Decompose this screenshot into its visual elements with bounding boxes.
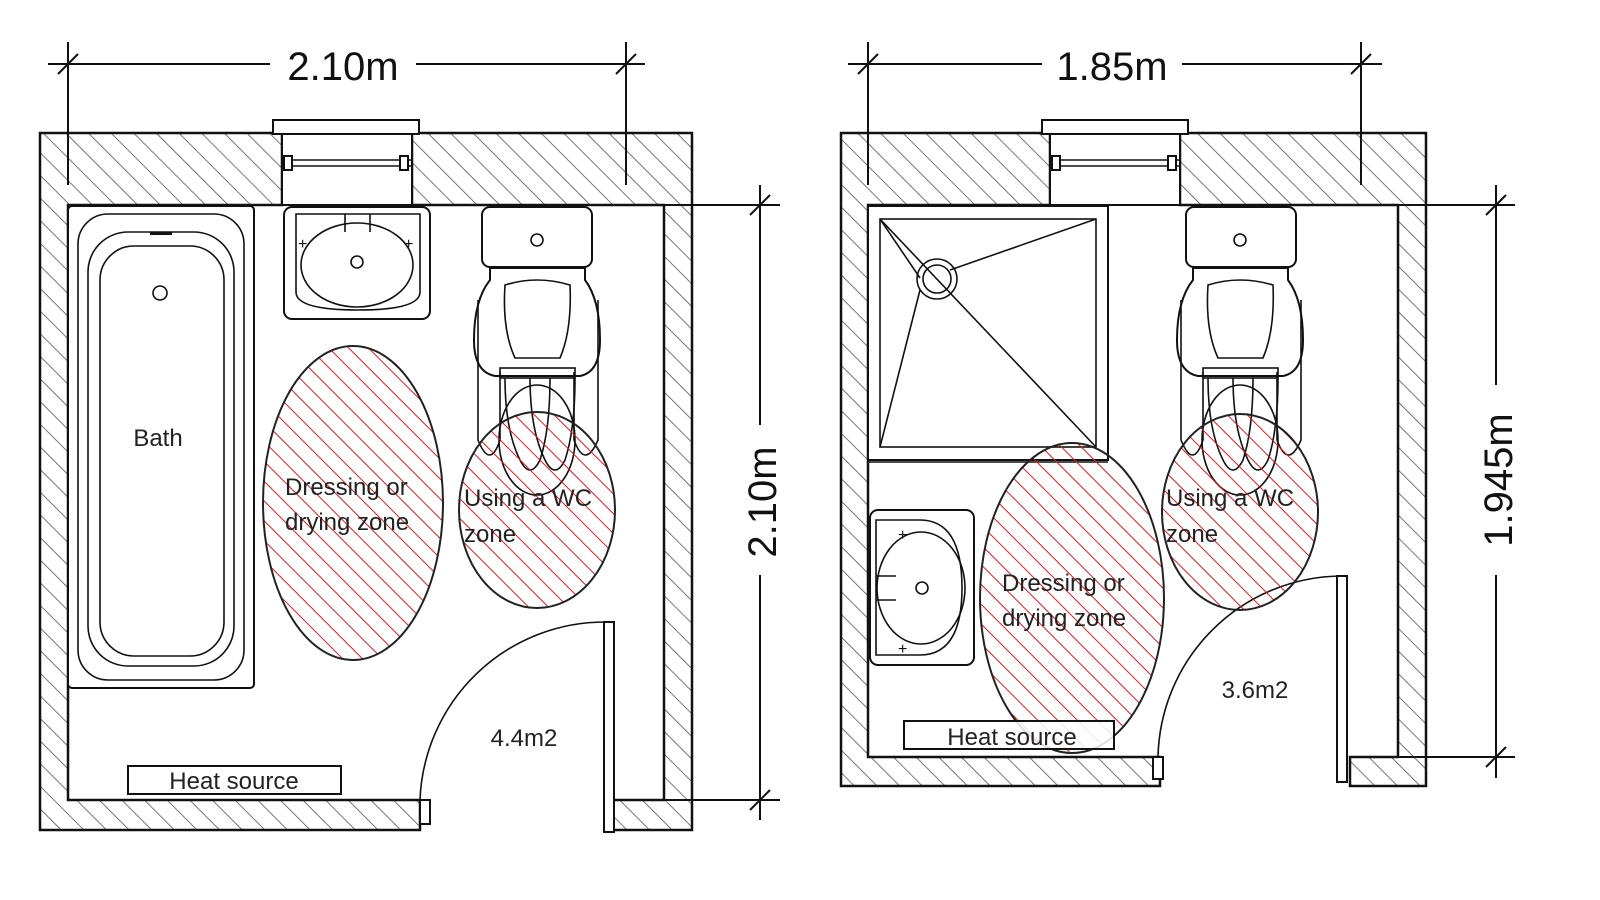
left-dressing-zone: [262, 345, 444, 661]
shower-tray: [867, 205, 1109, 461]
svg-text:+: +: [898, 641, 907, 658]
right-walls: [839, 119, 1428, 788]
right-door-swing: [1157, 575, 1341, 758]
bath: Bath: [67, 205, 255, 689]
left-window-frame: [281, 133, 413, 206]
left-dressing-label-2: drying zone: [285, 509, 409, 536]
right-dressing-label-2: drying zone: [1002, 605, 1126, 632]
sink-drain-icon: [350, 255, 364, 269]
left-window: [272, 119, 420, 135]
right-sink-drain-icon: [915, 581, 929, 595]
right-wc-label-2: zone: [1166, 521, 1218, 548]
bath-label: Bath: [133, 425, 182, 452]
right-window: [1041, 119, 1189, 135]
left-heat-source-label: Heat source: [169, 768, 298, 795]
right-wc-flush-icon: [1233, 233, 1247, 247]
right-wall-top-right: [1178, 131, 1428, 788]
right-depth-label: 1.945m: [1477, 413, 1521, 546]
svg-text:+: +: [898, 527, 907, 544]
right-area-label: 3.6m2: [1222, 677, 1289, 704]
left-plan: Bath + + Dressing: [38, 42, 785, 833]
left-walls: [38, 119, 694, 833]
bath-drain-icon: [152, 285, 168, 301]
left-wc-zone: [458, 411, 616, 609]
right-heat-source-label: Heat source: [947, 724, 1076, 751]
svg-text:+: +: [298, 236, 307, 253]
left-dressing-label-1: Dressing or: [285, 474, 408, 501]
left-width-label: 2.10m: [287, 45, 398, 89]
left-wc-label-2: zone: [464, 521, 516, 548]
left-sink: + +: [283, 206, 431, 320]
left-depth-dimension: 2.10m: [645, 185, 785, 820]
svg-text:+: +: [404, 236, 413, 253]
right-dressing-label-1: Dressing or: [1002, 570, 1125, 597]
right-depth-dimension: 1.945m: [1380, 185, 1522, 778]
wc-flush-icon: [530, 233, 544, 247]
left-depth-label: 2.10m: [741, 446, 785, 557]
right-window-frame: [1049, 133, 1181, 206]
right-sink: + +: [869, 509, 975, 666]
right-plan: + + Dressing or drying zone Using a WC z…: [839, 42, 1522, 788]
left-heat-source: [127, 765, 342, 795]
right-wc-label-1: Using a WC: [1166, 485, 1294, 512]
right-width-dimension: 1.85m: [848, 42, 1382, 185]
right-wc-zone: [1161, 413, 1319, 611]
right-dressing-zone: [979, 442, 1165, 754]
right-width-label: 1.85m: [1056, 45, 1167, 89]
left-door-swing: [419, 621, 606, 801]
shower-drain-icon: [916, 258, 958, 300]
left-wc-label-1: Using a WC: [464, 485, 592, 512]
right-heat-source: [903, 720, 1115, 750]
left-width-dimension: 2.10m: [48, 42, 645, 185]
left-area-label: 4.4m2: [491, 725, 558, 752]
